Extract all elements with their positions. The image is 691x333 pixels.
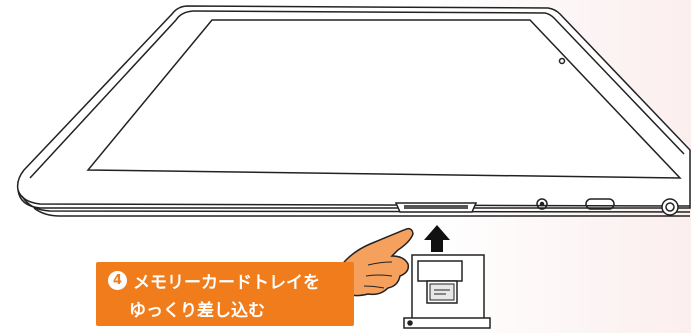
instruction-callout: 4 メモリーカードトレイを ゆっくり差し込む [96,262,354,326]
tablet-illustration [16,5,691,217]
up-arrow-icon [424,225,450,252]
callout-line-1: 4 メモリーカードトレイを [108,267,320,293]
card-tray-icon [403,254,491,329]
callout-line-2: ゆっくり差し込む [129,295,265,321]
callout-text-2: ゆっくり差し込む [129,300,265,321]
callout-text-1: メモリーカードトレイを [133,272,320,293]
step-number-badge: 4 [108,270,127,290]
